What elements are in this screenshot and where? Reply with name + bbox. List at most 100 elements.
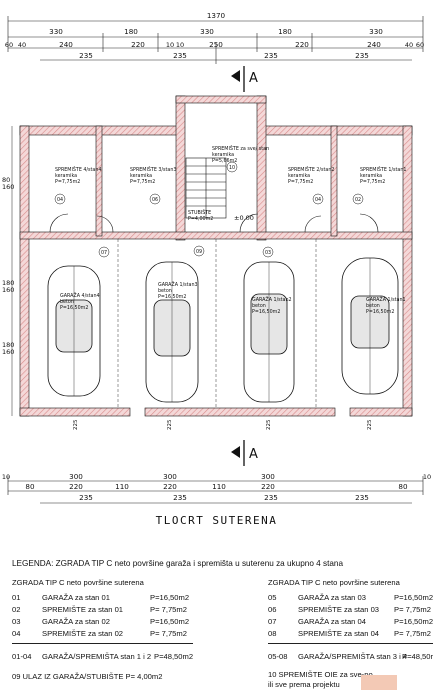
- legend-heading: LEGENDA: ZGRADA TIP C neto površine gara…: [12, 559, 344, 568]
- svg-text:235: 235: [79, 493, 93, 502]
- svg-text:02: 02: [355, 197, 361, 203]
- dim-label: 180: [124, 27, 138, 36]
- garage-07: 07 GARAŽA 4/stan4 beton P=16,50m2: [60, 246, 110, 311]
- staircase: [185, 157, 227, 219]
- dim-label: 235: [264, 51, 278, 60]
- svg-text:110: 110: [212, 482, 226, 491]
- svg-text:P=16,50m2: P=16,50m2: [252, 309, 280, 315]
- svg-text:220: 220: [69, 482, 83, 491]
- svg-text:10: 10: [2, 473, 10, 481]
- garage-05: GARAŽA 1/stan3 beton P=16,50m2: [158, 280, 198, 300]
- car-1: [47, 265, 101, 397]
- legend-right-header: ZGRADA TIP C neto površine suterena: [268, 578, 400, 587]
- svg-text:P=16,50m2: P=16,50m2: [158, 294, 186, 300]
- svg-text:GARAŽA 1/stan3: GARAŽA 1/stan3: [158, 280, 198, 288]
- dim-label: 40: [405, 41, 413, 49]
- floor-plan-drawing: 1370 330 180 330 180 330 60 40 240 220 1…: [2, 11, 431, 504]
- legend-right-extra-2: ili sve prema projektu: [268, 680, 340, 689]
- svg-text:180: 180: [2, 341, 14, 349]
- room-04-left: SPREMIŠTE 4/stan4 keramika P=7,75m2 04: [54, 166, 101, 205]
- bottom-dimensions: [7, 476, 424, 504]
- room-10: SPREMIŠTE za sve/ stan keramika P=5,66m2…: [212, 145, 269, 173]
- svg-text:beton: beton: [366, 303, 380, 309]
- svg-text:80: 80: [398, 482, 408, 491]
- dim-label: 330: [49, 27, 63, 36]
- svg-text:160: 160: [2, 286, 14, 294]
- svg-text:GARAŽA 4/stan4: GARAŽA 4/stan4: [60, 291, 100, 299]
- bottom-dim-labels: 10 300 300 300 10 80 220 110 220 110 220…: [2, 472, 431, 502]
- left-dimensions: 80 160 180 160 180 160: [2, 126, 14, 416]
- garage-dividers: [117, 239, 317, 408]
- svg-text:SPREMIŠTE za sve/ stan: SPREMIŠTE za sve/ stan: [212, 145, 269, 152]
- garage-01: GARAŽA 1/stan1 beton P=16,50m2: [366, 295, 406, 315]
- svg-text:SPREMIŠTE 4/stan4: SPREMIŠTE 4/stan4: [55, 166, 101, 173]
- top-dim-labels: 1370 330 180 330 180 330 60 40 240 220 1…: [5, 11, 424, 60]
- svg-text:P=16,50m2: P=16,50m2: [366, 309, 394, 315]
- top-dimensions: [7, 16, 424, 64]
- svg-text:235: 235: [173, 493, 187, 502]
- svg-text:07: 07: [101, 250, 107, 256]
- legend-right-extra-1: 10 SPREMIŠTE OIE za sve-po: [268, 670, 373, 679]
- dim-label: 40: [18, 41, 26, 49]
- svg-text:160: 160: [2, 348, 14, 356]
- cars: [47, 257, 399, 403]
- svg-text:A: A: [249, 447, 258, 462]
- dim-label: 240: [367, 40, 381, 49]
- svg-text:04: 04: [315, 197, 321, 203]
- svg-text:P=16,50m2: P=16,50m2: [60, 305, 88, 311]
- room-06: SPREMIŠTE 3/stan3 keramika P=7,75m2 06: [130, 166, 176, 205]
- room-02: SPREMIŠTE 1/stan1 keramika P=7,75m2 02: [352, 166, 406, 205]
- svg-text:keramika: keramika: [288, 173, 310, 179]
- svg-text:09: 09: [196, 249, 202, 255]
- dim-label: 330: [200, 27, 214, 36]
- legend-left-extra: 09 ULAZ IZ GARAŽA/STUBIŠTE P= 4,00m2: [12, 672, 163, 681]
- dim-label: 10: [176, 41, 184, 49]
- svg-text:keramika: keramika: [130, 173, 152, 179]
- svg-text:10: 10: [229, 165, 235, 171]
- dim-label: 220: [295, 40, 309, 49]
- svg-text:keramika: keramika: [212, 152, 234, 158]
- svg-text:03: 03: [265, 250, 271, 256]
- section-mark-bottom: A: [231, 440, 258, 466]
- svg-text:A: A: [249, 71, 258, 86]
- garage-opening-dims: 225 225 225 225: [73, 419, 373, 430]
- svg-text:235: 235: [355, 493, 369, 502]
- svg-text:300: 300: [261, 472, 275, 481]
- level-mark: ±0.00: [234, 214, 254, 222]
- svg-text:160: 160: [2, 183, 14, 191]
- dim-label: 235: [79, 51, 93, 60]
- svg-text:225: 225: [73, 419, 79, 430]
- svg-text:10: 10: [423, 473, 431, 481]
- stair-label: STUBIŠTE P=4,00m2 09: [188, 209, 213, 257]
- svg-text:110: 110: [115, 482, 129, 491]
- svg-text:P=7,75m2: P=7,75m2: [130, 179, 155, 185]
- svg-text:225: 225: [167, 419, 173, 430]
- svg-text:SPREMIŠTE 2/stan2: SPREMIŠTE 2/stan2: [288, 166, 334, 173]
- doors: [49, 213, 379, 233]
- section-mark-top: A: [231, 66, 258, 92]
- dim-total: 1370: [207, 11, 226, 20]
- svg-text:GARAŽA 1/stan1: GARAŽA 1/stan1: [366, 295, 406, 303]
- svg-text:STUBIŠTE: STUBIŠTE: [188, 209, 211, 216]
- room-labels: SPREMIŠTE 4/stan4 keramika P=7,75m2 04 S…: [54, 145, 406, 257]
- drawing-title: TLOCRT SUTERENA: [155, 514, 278, 527]
- dim-label: 10: [166, 41, 174, 49]
- legend-left-header: ZGRADA TIP C neto površine suterena: [12, 578, 144, 587]
- dim-label: 60: [416, 41, 424, 49]
- room-04-right: SPREMIŠTE 2/stan2 keramika P=7,75m2 04: [288, 166, 334, 205]
- svg-text:beton: beton: [252, 303, 266, 309]
- svg-text:80: 80: [25, 482, 35, 491]
- svg-text:SPREMIŠTE 1/stan1: SPREMIŠTE 1/stan1: [360, 166, 406, 173]
- svg-text:04: 04: [57, 197, 63, 203]
- dim-label: 220: [131, 40, 145, 49]
- svg-text:180: 180: [2, 279, 14, 287]
- svg-text:225: 225: [266, 419, 272, 430]
